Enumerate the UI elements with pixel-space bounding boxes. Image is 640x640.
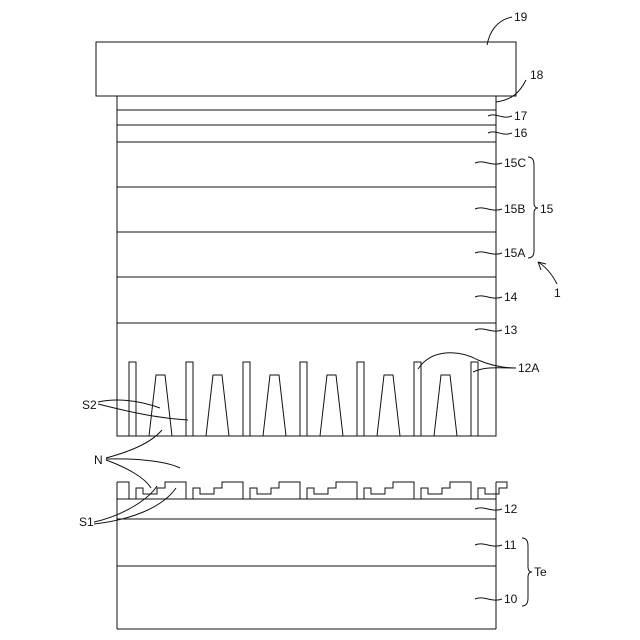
leader-n-2 [106, 459, 180, 468]
label-10: 10 [504, 592, 518, 606]
leader-11 [475, 544, 502, 546]
label-12: 12 [504, 502, 518, 516]
label-s2: S2 [82, 398, 97, 412]
label-n: N [94, 453, 103, 467]
label-s1: S1 [79, 515, 94, 529]
label-16: 16 [514, 126, 528, 140]
label-19: 19 [514, 10, 528, 24]
label-te: Te [534, 565, 547, 579]
label-11: 11 [504, 538, 517, 552]
label-17: 17 [514, 109, 528, 123]
label-12a: 12A [518, 361, 539, 375]
label-14: 14 [504, 290, 518, 304]
label-15c: 15C [504, 156, 526, 170]
label-15: 15 [540, 202, 554, 216]
label-18: 18 [530, 68, 544, 82]
leader-1-arrow [538, 262, 557, 284]
substrate-19 [96, 42, 516, 96]
brace-15 [528, 157, 538, 258]
label-13: 13 [504, 323, 518, 337]
label-1: 1 [554, 286, 561, 300]
leader-10 [475, 598, 502, 600]
leader-s1-a [94, 486, 157, 522]
lower-top-profile [117, 482, 507, 499]
brace-te [522, 538, 532, 606]
leader-12 [475, 508, 502, 510]
label-15b: 15B [504, 202, 525, 216]
label-15a: 15A [504, 246, 525, 260]
lower-stepped-top [117, 482, 507, 499]
leader-19 [487, 17, 512, 45]
